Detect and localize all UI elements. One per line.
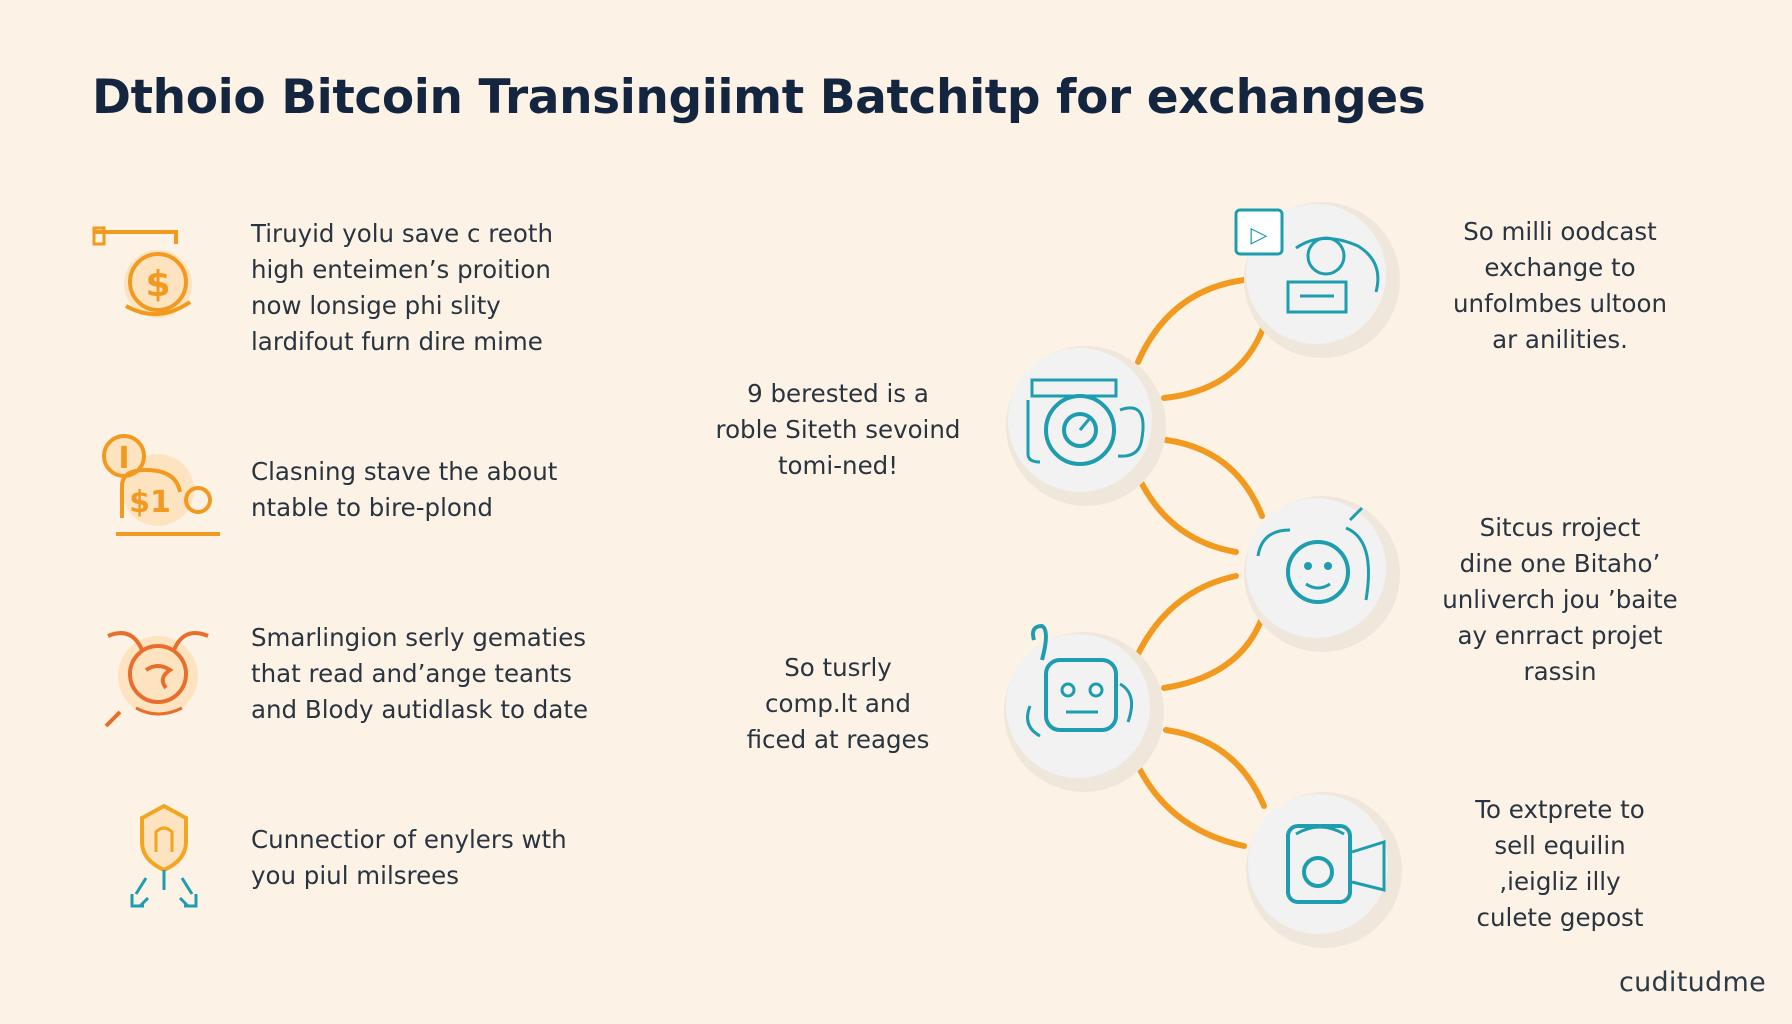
camera-node-icon <box>1006 346 1166 506</box>
piggy-bank-icon <box>86 616 226 736</box>
shield-network-icon <box>86 798 226 918</box>
robot-node-icon <box>1004 623 1164 792</box>
money-bag-icon: $ <box>86 214 226 334</box>
face-node-icon <box>1244 496 1400 652</box>
svg-text:$1: $1 <box>129 485 171 520</box>
list-item: $ Tiruyid yolu save c reoth high enteime… <box>86 210 646 370</box>
svg-text:I: I <box>118 441 129 476</box>
list-item: Cunnectior of enylers wth you piul milsr… <box>86 800 646 960</box>
svg-text:▷: ▷ <box>1251 223 1268 248</box>
vault-node-icon <box>1246 792 1402 948</box>
list-item: I $1 Clasning stave the about ntable to … <box>86 420 646 580</box>
center-label: 9 berested is a roble Siteth sevoind tom… <box>715 379 961 480</box>
svg-text:$: $ <box>145 264 170 305</box>
feature-text: To extprete to sell equilin ,ieigliz ill… <box>1475 795 1645 932</box>
benefit-text: Cunnectior of enylers wth you piul milsr… <box>251 825 567 890</box>
benefit-text: Tiruyid yolu save c reoth high enteimen’… <box>251 219 554 356</box>
page-title: Dthoio Bitcoin Transingiimt Batchitp for… <box>92 70 1426 125</box>
exchange-cluster-icon: ▷ <box>1234 202 1400 358</box>
coin-stack-icon: I $1 <box>86 422 226 542</box>
center-label: So tusrly comp.lt and ficed at reages <box>746 653 930 754</box>
feature-text: Sitcus rroject dine one Bitaho’ unliverc… <box>1442 513 1678 686</box>
feature-text: So milli oodcast exchange to unfolmbes u… <box>1453 217 1667 354</box>
list-item: Smarlingion serly gematies that read and… <box>86 614 646 774</box>
benefit-text: Smarlingion serly gematies that read and… <box>251 623 589 724</box>
watermark: cuditudme <box>1618 967 1766 998</box>
benefit-text: Clasning stave the about ntable to bire-… <box>251 457 558 522</box>
connectors <box>1135 277 1267 849</box>
